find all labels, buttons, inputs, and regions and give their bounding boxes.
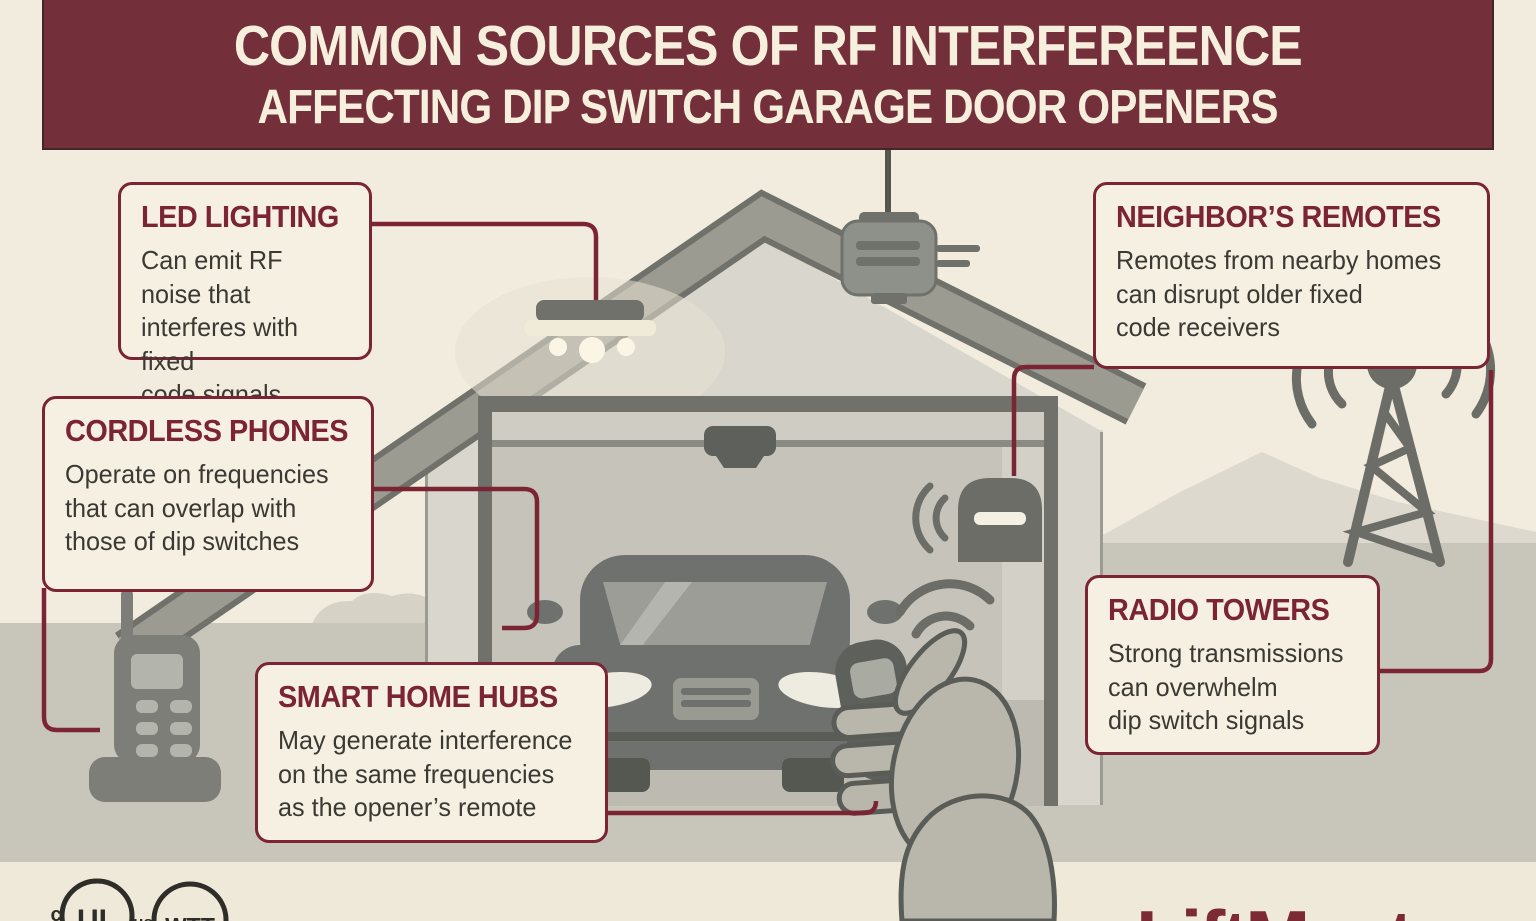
svg-text:us: us bbox=[133, 913, 153, 921]
callout-body: Operate on frequencies that can overlap … bbox=[65, 459, 329, 557]
callout-title: LED LIGHTING bbox=[141, 199, 339, 234]
callout-body: Remotes from nearby homes can disrupt ol… bbox=[1116, 245, 1442, 343]
callout-body: Strong transmissions can overwhelm dip s… bbox=[1108, 638, 1344, 736]
page-subtitle: AFFECTING DIP SWITCH GARAGE DOOR OPENERS bbox=[257, 80, 1279, 134]
certification-marks: c UL us WTT bbox=[50, 878, 229, 921]
page-title: COMMON SOURCES OF RF INTERFEREENCE bbox=[233, 13, 1303, 78]
callout-body: May generate interference on the same fr… bbox=[278, 725, 573, 823]
svg-text:c: c bbox=[50, 904, 61, 921]
liftmaster-logo: LiftMaster bbox=[1136, 893, 1482, 921]
car-icon bbox=[527, 555, 903, 792]
door-sensor-icon bbox=[704, 426, 776, 468]
cordless-phone-icon bbox=[89, 589, 221, 802]
callout-title: RADIO TOWERS bbox=[1108, 592, 1330, 627]
connector-smart-home-hubs bbox=[607, 800, 879, 816]
hand-with-remote bbox=[830, 579, 1057, 921]
callout-radio-towers: RADIO TOWERS Strong transmissions can ov… bbox=[1085, 575, 1380, 755]
callout-title: CORDLESS PHONES bbox=[65, 413, 348, 448]
mountain bbox=[1085, 452, 1536, 545]
led-light-fixture-icon bbox=[455, 277, 725, 427]
remote-signal-icon bbox=[895, 579, 995, 639]
callout-led-lighting: LED LIGHTING Can emit RF noise that inte… bbox=[118, 182, 372, 409]
ul-listed-icon: c UL us bbox=[50, 878, 153, 921]
connector-led-lighting bbox=[371, 221, 599, 300]
callout-title: NEIGHBOR’S REMOTES bbox=[1116, 199, 1441, 234]
callout-smart-home-hubs: SMART HOME HUBS May generate interferenc… bbox=[255, 662, 608, 843]
connector-cordless-phone bbox=[41, 588, 100, 733]
callout-body: Can emit RF noise that interferes with f… bbox=[141, 245, 298, 410]
bottom-strip bbox=[0, 862, 1536, 921]
garage-door-opener-icon bbox=[840, 150, 980, 304]
wall-receiver-icon bbox=[912, 478, 1042, 562]
callout-title: SMART HOME HUBS bbox=[278, 679, 558, 714]
title-banner: COMMON SOURCES OF RF INTERFEREENCE AFFEC… bbox=[42, 0, 1494, 150]
wtt-icon: WTT bbox=[151, 881, 229, 921]
svg-text:UL: UL bbox=[77, 904, 117, 921]
callout-connectors bbox=[41, 221, 1494, 816]
shrub bbox=[312, 592, 452, 624]
hand bbox=[830, 628, 1057, 921]
connector-radio-towers bbox=[1379, 370, 1494, 674]
callout-neighbors-remotes: NEIGHBOR’S REMOTES Remotes from nearby h… bbox=[1093, 182, 1490, 369]
callout-cordless-phones: CORDLESS PHONES Operate on frequencies t… bbox=[42, 396, 374, 592]
connector-neighbors-remotes bbox=[1011, 364, 1094, 476]
svg-text:WTT: WTT bbox=[165, 913, 215, 921]
connector-cordless-garage bbox=[373, 486, 540, 631]
